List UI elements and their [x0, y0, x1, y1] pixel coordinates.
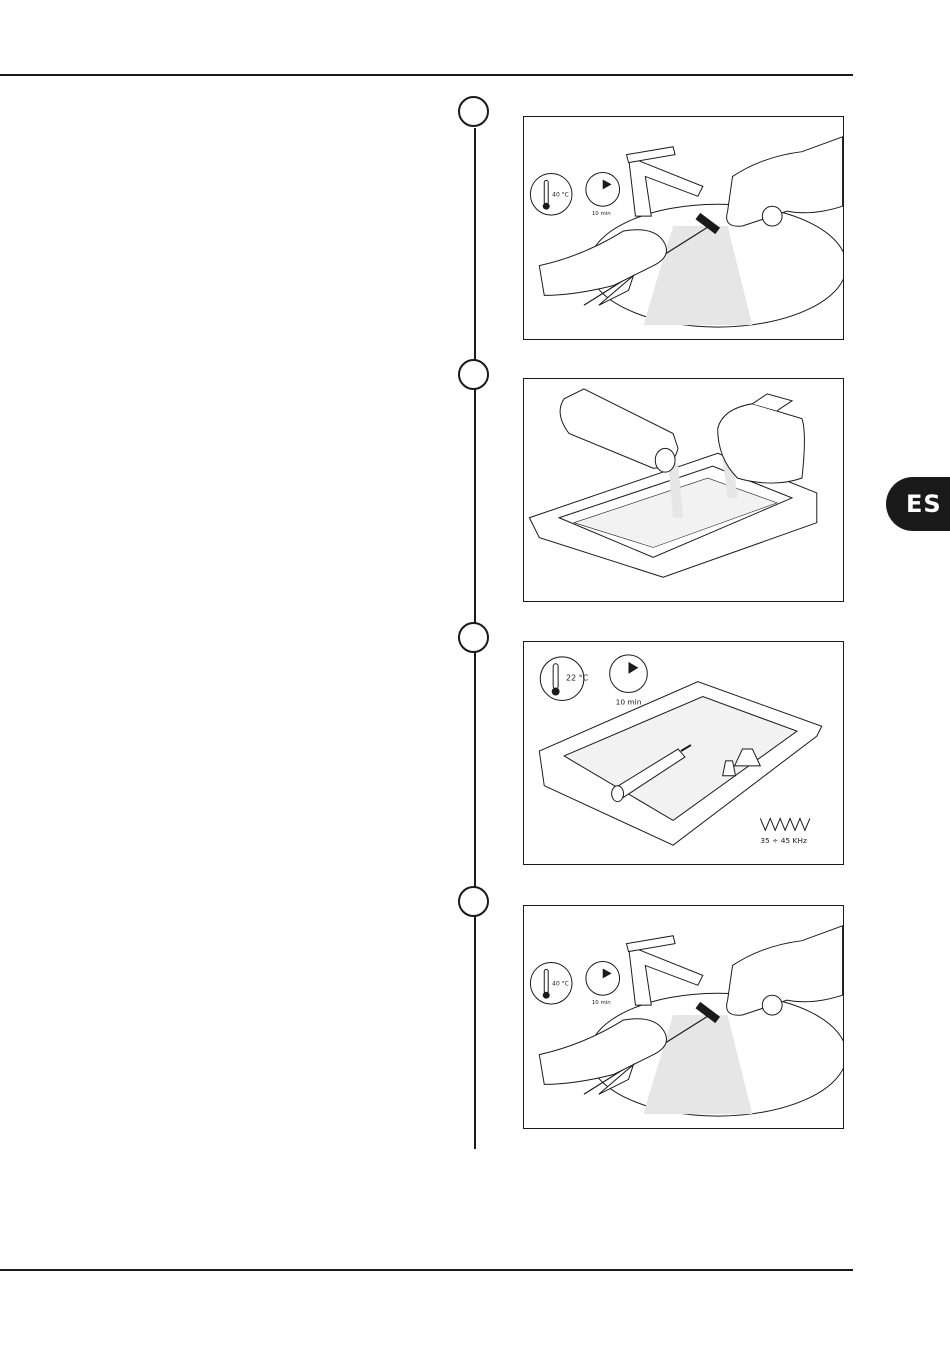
- illustration-rinse-1: 40 °C 10 min: [523, 116, 844, 340]
- footer-rule: [0, 1269, 853, 1271]
- rinse-illustration: 40 °C 10 min: [524, 906, 843, 1128]
- temperature-label: 40 °C: [552, 191, 569, 198]
- time-label: 10 min: [592, 211, 611, 217]
- frequency-label: 35 ÷ 45 KHz: [760, 836, 807, 845]
- step-marker-3: [458, 622, 489, 653]
- time-label: 10 min: [592, 1000, 611, 1006]
- step-marker-4: [458, 886, 489, 917]
- ultrasonic-wave-icon: [760, 818, 810, 830]
- rinse-illustration: 40 °C 10 min: [524, 117, 843, 339]
- illustration-ultrasonic-bath: 22 °C 10 min 35 ÷ 45 KHz: [523, 641, 844, 865]
- temperature-label: 40 °C: [552, 980, 569, 987]
- timer-icon: [610, 655, 648, 693]
- temperature-label: 22 °C: [566, 674, 589, 683]
- language-tab[interactable]: ES: [886, 477, 950, 531]
- step-marker-2: [458, 359, 489, 390]
- time-label: 10 min: [616, 697, 642, 706]
- timer-icon: [586, 962, 620, 996]
- timer-icon: [586, 173, 620, 207]
- illustration-pour: [523, 378, 844, 602]
- step-marker-1: [458, 96, 489, 127]
- illustration-rinse-2: 40 °C 10 min: [523, 905, 844, 1129]
- pour-illustration: [524, 379, 843, 601]
- header-rule: [0, 74, 853, 76]
- ultrasonic-illustration: 22 °C 10 min 35 ÷ 45 KHz: [524, 642, 843, 864]
